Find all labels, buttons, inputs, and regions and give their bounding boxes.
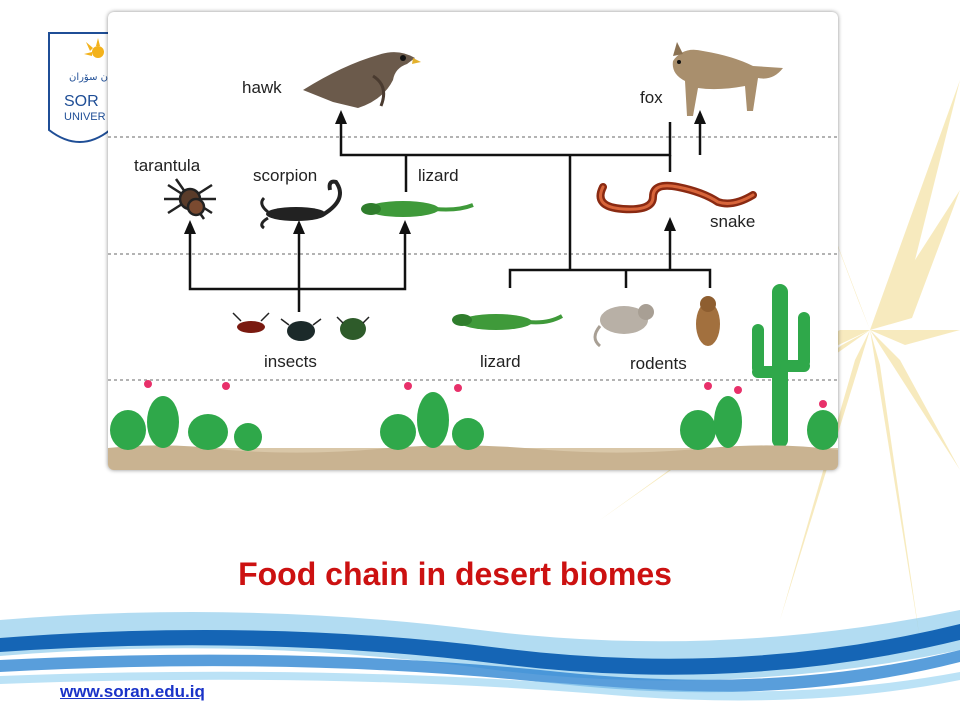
label-rodents: rodents xyxy=(630,354,687,373)
insects-illustration xyxy=(232,312,370,341)
fox-illustration xyxy=(672,42,783,116)
label-snake: snake xyxy=(710,212,756,231)
logo-latin-text-1: SOR xyxy=(64,93,99,110)
label-lizard-bottom: lizard xyxy=(480,352,521,371)
website-link[interactable]: www.soran.edu.iq xyxy=(60,682,205,701)
label-tarantula: tarantula xyxy=(134,156,201,175)
cactus-flowers xyxy=(144,380,827,408)
university-logo: ن سۆران SOR UNIVER xyxy=(46,30,116,160)
label-lizard-top: lizard xyxy=(418,166,459,185)
footer-waves xyxy=(0,610,960,701)
lizard-bottom-illustration xyxy=(452,314,563,330)
small-cacti xyxy=(110,392,838,451)
arrowheads xyxy=(184,110,706,234)
level-dividers xyxy=(108,136,838,381)
label-insects: insects xyxy=(264,352,317,371)
label-hawk: hawk xyxy=(242,78,282,97)
lizard-top-illustration xyxy=(361,201,474,217)
food-chain-figure: hawk fox tarantula scorpion lizard snake… xyxy=(108,12,838,470)
slide-title: Food chain in desert biomes xyxy=(238,556,672,592)
rodents-illustration xyxy=(593,296,720,348)
saguaro-cactus xyxy=(752,284,810,448)
label-fox: fox xyxy=(640,88,663,107)
scorpion-illustration xyxy=(260,179,342,230)
logo-latin-text-2: UNIVER xyxy=(64,111,106,123)
logo-arabic-text: ن سۆران xyxy=(69,72,108,83)
label-scorpion: scorpion xyxy=(253,166,318,185)
food-chain-diagram xyxy=(108,42,838,470)
hawk-illustration xyxy=(303,52,421,108)
tarantula-illustration xyxy=(164,178,216,220)
energy-flow-lines xyxy=(188,122,712,312)
snake-illustration xyxy=(596,181,757,214)
